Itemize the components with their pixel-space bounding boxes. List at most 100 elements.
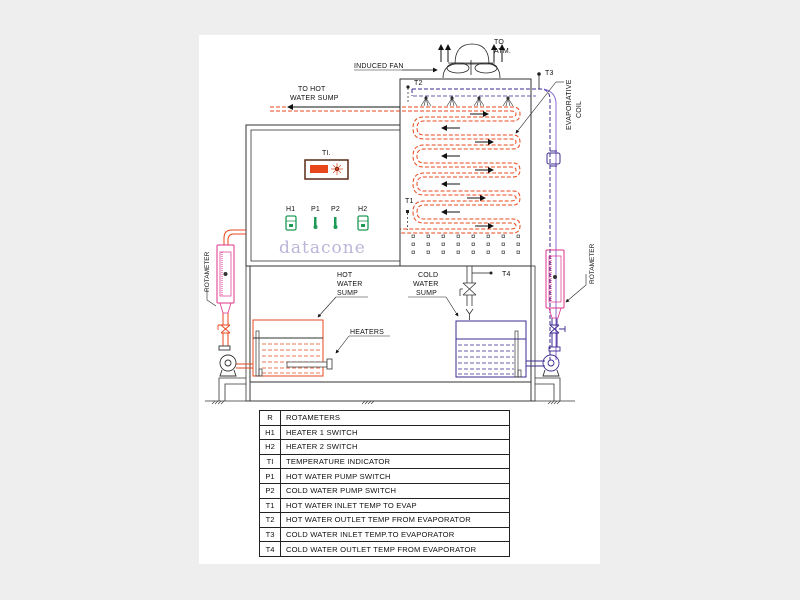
hot-water-level	[262, 343, 321, 374]
coil-flow-arrows	[441, 111, 494, 229]
brand-logo: datacone	[279, 238, 366, 258]
airflow-arrows	[438, 44, 505, 62]
cold-water-level	[458, 344, 514, 375]
fill-dot	[411, 250, 415, 254]
control-panel-inner	[250, 129, 401, 262]
fill-dot	[441, 242, 445, 246]
legend-description: ROTAMETERS	[280, 410, 510, 426]
t4-label: T4	[502, 271, 511, 278]
fill-dot	[441, 250, 445, 254]
fill-media-dots	[411, 234, 520, 254]
legend-description: COLD WATER OUTLET TEMP FROM EVAPORATOR	[280, 541, 510, 557]
indicator-light-icon	[331, 163, 343, 175]
heater-element	[286, 358, 333, 370]
t4-sensor-icon	[489, 271, 493, 275]
h1-label: H1	[286, 206, 295, 213]
evaporative-coil	[270, 106, 521, 234]
legend-description: COLD WATER INLET TEMP.TO EVAPORATOR	[280, 526, 510, 543]
cold-sump-label-2: WATER	[413, 281, 439, 288]
fill-dot	[471, 234, 475, 238]
hot-sump-label-3: SUMP	[337, 290, 358, 297]
fill-dot	[516, 234, 520, 238]
fill-dot	[426, 234, 430, 238]
induced-fan	[442, 43, 501, 79]
legend-code: T4	[259, 541, 281, 557]
h2-label: H2	[358, 206, 367, 213]
fill-dot	[426, 250, 430, 254]
fill-dot	[441, 234, 445, 238]
t2-label: T2	[414, 80, 423, 87]
legend-description: HEATER 2 SWITCH	[280, 439, 510, 455]
fill-dot	[501, 242, 505, 246]
hot-sump-label-2: WATER	[337, 281, 363, 288]
heater-2-switch[interactable]	[357, 215, 369, 231]
p2-label: P2	[331, 206, 340, 213]
legend-code: P2	[259, 482, 281, 499]
t1-label: T1	[405, 198, 414, 205]
legend-description: HOT WATER INLET TEMP TO EVAP	[280, 497, 510, 514]
fill-dot	[426, 242, 430, 246]
cold-water-pump-switch[interactable]	[333, 217, 338, 229]
hot-water-pump-switch[interactable]	[313, 217, 318, 229]
hot-sump-label-1: HOT	[337, 272, 353, 279]
legend-code: R	[259, 410, 281, 426]
legend-description: HOT WATER OUTLET TEMP FROM EVAPORATOR	[280, 512, 510, 528]
fill-dot	[411, 242, 415, 246]
cold-water-valve[interactable]	[549, 324, 566, 334]
fill-dot	[516, 242, 520, 246]
fill-dot	[516, 250, 520, 254]
t3-sensor-icon	[537, 72, 541, 76]
fill-dot	[486, 250, 490, 254]
legend-code: P1	[259, 468, 281, 484]
ti-label: TI.	[322, 150, 331, 157]
hot-water-pipe	[222, 229, 253, 369]
fill-dot	[486, 242, 490, 246]
evaporative-coil-label-1: EVAPORATIVE	[566, 79, 573, 130]
fill-dot	[471, 250, 475, 254]
hot-water-valve[interactable]	[217, 324, 231, 334]
legend-code: H1	[259, 424, 281, 441]
fill-dot	[501, 234, 505, 238]
p1-label: P1	[311, 206, 320, 213]
spray-nozzles	[420, 96, 514, 107]
legend-description: HEATER 1 SWITCH	[280, 424, 510, 441]
fill-dot	[471, 242, 475, 246]
legend-code: T2	[259, 512, 281, 528]
fill-dot	[456, 242, 460, 246]
fill-dot	[486, 234, 490, 238]
fill-dot	[456, 250, 460, 254]
left-rotameter-label: ROTAMETER	[204, 251, 211, 292]
cold-inlet-union	[546, 150, 561, 167]
hot-water-rotameter	[216, 244, 235, 314]
fill-dot	[456, 234, 460, 238]
induced-fan-label: INDUCED FAN	[354, 63, 404, 70]
cold-water-pipe	[526, 318, 558, 367]
to-hot-sump-label-1: TO HOT	[298, 86, 326, 93]
ground-hatch	[211, 400, 561, 405]
cold-sump-label-1: COLD	[418, 272, 438, 279]
legend-description: COLD WATER PUMP SWITCH	[280, 482, 510, 499]
legend-description: HOT WATER PUMP SWITCH	[280, 468, 510, 484]
fill-dot	[411, 234, 415, 238]
legend-code: T1	[259, 497, 281, 514]
fill-dot	[501, 250, 505, 254]
to-atm-label-1: TO	[494, 39, 504, 46]
evaporative-coil-label-2: COIL	[576, 101, 583, 118]
cold-water-rotameter	[545, 249, 565, 319]
base-frame	[249, 381, 532, 402]
right-rotameter-label: ROTAMETER	[589, 243, 596, 284]
t1-sensor-icon	[406, 210, 409, 213]
heater-1-switch[interactable]	[285, 215, 297, 231]
heaters-label: HEATERS	[350, 329, 384, 336]
hot-water-sump	[252, 319, 324, 377]
